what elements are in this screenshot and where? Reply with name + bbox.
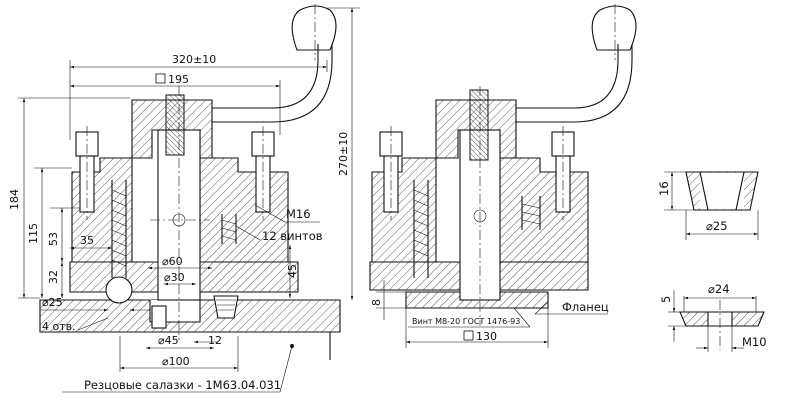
square-195-label: 195: [155, 73, 189, 86]
ring-detail: [664, 171, 759, 240]
handle-knob: [291, 5, 337, 51]
dim-12: 12: [208, 334, 222, 347]
dim-195: 195: [168, 73, 189, 86]
dim-53: 53: [47, 232, 60, 246]
cutter-slide-label: Резцовые салазки - 1М63.04.031: [84, 378, 281, 392]
dim-dia-60: ⌀60: [162, 255, 183, 268]
dim-35: 35: [80, 234, 94, 247]
dim-130: 130: [476, 330, 497, 343]
square-130-label: 130: [463, 330, 497, 343]
dim-32: 32: [47, 270, 60, 284]
washer-dia-label: ⌀24: [708, 282, 730, 296]
ring-height-label: 16: [657, 181, 671, 196]
washer-detail: [668, 290, 765, 352]
left-section-view: [18, 4, 360, 393]
ring-dia-label: ⌀25: [706, 219, 728, 233]
dim-45-right: 45: [286, 264, 299, 278]
middle-housing-left: [371, 157, 437, 263]
handle-rod: [212, 44, 333, 123]
screws-count-label: 12 винтов: [262, 229, 323, 243]
middle-handle-knob: [591, 5, 637, 51]
dim-270: 270±10: [337, 132, 350, 176]
holes-count-label: 4 отв.: [42, 320, 76, 333]
washer-thread-label: М10: [742, 335, 767, 349]
dim-8: 8: [370, 299, 383, 306]
dim-dia-25-left: ⌀25: [42, 296, 63, 309]
dim-dia-45: ⌀45: [158, 334, 179, 347]
middle-housing-right: [499, 157, 589, 263]
dim-dia-30: ⌀30: [164, 271, 185, 284]
middle-section-view: [369, 4, 637, 348]
washer-height-label: 5: [659, 296, 673, 303]
screw-gost-label: Винт М8-20 ГОСТ 1476-93: [412, 317, 520, 326]
thread-m16-label: M16: [286, 207, 311, 221]
housing-right: [199, 157, 289, 263]
dim-115: 115: [27, 223, 40, 244]
dim-dia-100: ⌀100: [162, 355, 190, 368]
flange-label: Фланец: [562, 300, 609, 314]
dim-320: 320±10: [172, 53, 216, 66]
dim-184: 184: [8, 189, 21, 210]
